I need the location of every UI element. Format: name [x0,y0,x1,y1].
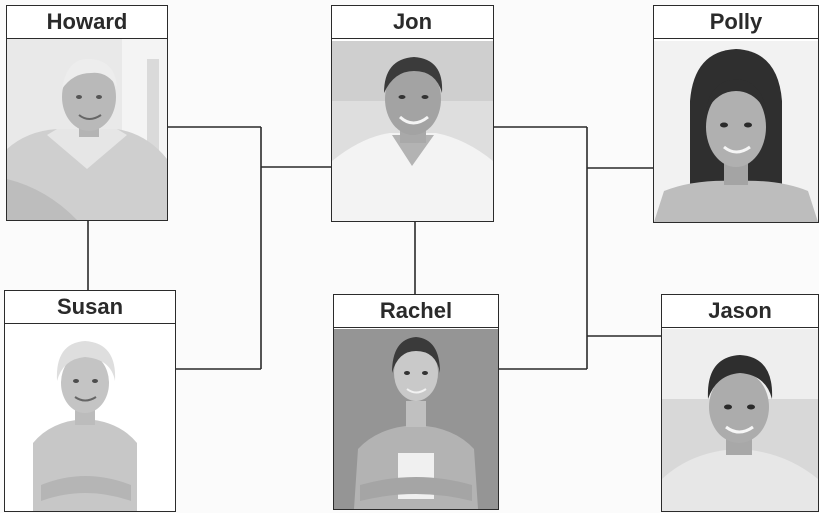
man-photo [332,41,493,221]
person-photo [5,325,175,511]
person-name: Howard [7,6,167,39]
person-photo [332,41,493,221]
person-name: Polly [654,6,818,39]
boy-photo [662,329,818,511]
person-card-jason: Jason [661,294,819,512]
girl-photo [654,41,818,222]
person-photo [662,329,818,511]
person-card-susan: Susan [4,290,176,512]
person-photo [7,39,167,220]
person-card-howard: Howard [6,5,168,221]
elderly-man-photo [7,39,167,220]
person-photo [654,41,818,222]
person-name: Jon [332,6,493,39]
person-card-rachel: Rachel [333,294,499,510]
woman-photo [334,329,498,509]
person-photo [334,329,498,509]
person-card-jon: Jon [331,5,494,222]
elderly-woman-photo [5,325,175,511]
person-name: Rachel [334,295,498,328]
person-name: Jason [662,295,818,328]
person-card-polly: Polly [653,5,819,223]
person-name: Susan [5,291,175,324]
